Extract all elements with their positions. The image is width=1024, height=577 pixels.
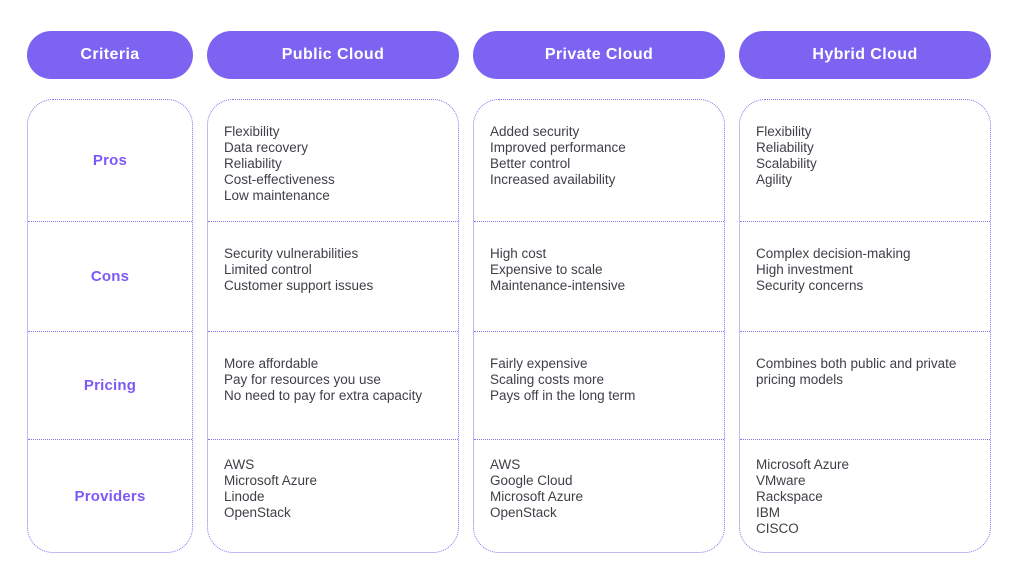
column-header-pill-private: Private Cloud: [473, 31, 725, 79]
cell-private-pros: Added security Improved performance Bett…: [474, 100, 724, 221]
cell-line: Google Cloud: [490, 473, 573, 488]
cell-line: Security concerns: [756, 278, 864, 293]
cell-public-pricing: More affordable Pay for resources you us…: [208, 331, 458, 439]
cell-line: Agility: [756, 172, 793, 187]
column-header-pill-public: Public Cloud: [207, 31, 459, 79]
cell-private-cons: High cost Expensive to scale Maintenance…: [474, 221, 724, 331]
cell-line: Data recovery: [224, 140, 309, 155]
cell-line: Combines both public and private pricing…: [756, 356, 957, 387]
cell-line: Scaling costs more: [490, 372, 605, 387]
cell-line: High cost: [490, 246, 547, 261]
cell-line: More affordable: [224, 356, 319, 371]
cell-line: OpenStack: [224, 505, 291, 520]
criteria-label-cons: Cons: [28, 221, 192, 331]
cell-line: Complex decision-making: [756, 246, 911, 261]
comparison-table: Criteria Pros Cons Pricing Providers Pub…: [27, 31, 991, 553]
cell-public-pros: Flexibility Data recovery Reliability Co…: [208, 100, 458, 221]
column-private-cloud: Private Cloud Added security Improved pe…: [473, 31, 725, 553]
criteria-label-pricing: Pricing: [28, 331, 192, 439]
cell-line: Low maintenance: [224, 188, 330, 203]
private-cloud-box: Added security Improved performance Bett…: [473, 99, 725, 553]
cell-line: VMware: [756, 473, 806, 488]
cell-line: Reliability: [756, 140, 814, 155]
cell-line: Pay for resources you use: [224, 372, 381, 387]
cell-line: IBM: [756, 505, 781, 520]
cell-line: Maintenance-intensive: [490, 278, 626, 293]
cell-hybrid-pricing: Combines both public and private pricing…: [740, 331, 990, 439]
cell-line: Security vulnerabilities: [224, 246, 359, 261]
cell-private-pricing: Fairly expensive Scaling costs more Pays…: [474, 331, 724, 439]
cell-public-providers: AWS Microsoft Azure Linode OpenStack: [208, 439, 458, 552]
column-header-pill-criteria: Criteria: [27, 31, 193, 79]
cell-line: Customer support issues: [224, 278, 374, 293]
cell-line: AWS: [490, 457, 521, 472]
cell-line: Improved performance: [490, 140, 626, 155]
cell-hybrid-providers: Microsoft Azure VMware Rackspace IBM CIS…: [740, 439, 990, 552]
cell-line: Expensive to scale: [490, 262, 603, 277]
cell-line: Cost-effectiveness: [224, 172, 335, 187]
cell-line: Scalability: [756, 156, 817, 171]
cell-line: Microsoft Azure: [490, 489, 584, 504]
criteria-box: Pros Cons Pricing Providers: [27, 99, 193, 553]
cell-line: No need to pay for extra capacity: [224, 388, 423, 403]
cell-hybrid-pros: Flexibility Reliability Scalability Agil…: [740, 100, 990, 221]
cell-line: Limited control: [224, 262, 312, 277]
cell-line: OpenStack: [490, 505, 557, 520]
cell-line: Better control: [490, 156, 571, 171]
cell-line: Microsoft Azure: [224, 473, 318, 488]
column-hybrid-cloud: Hybrid Cloud Flexibility Reliability Sca…: [739, 31, 991, 553]
cell-line: AWS: [224, 457, 255, 472]
cell-line: Pays off in the long term: [490, 388, 636, 403]
cell-line: Added security: [490, 124, 580, 139]
cell-line: Flexibility: [756, 124, 812, 139]
column-header-label: Public Cloud: [281, 46, 385, 63]
hybrid-cloud-box: Flexibility Reliability Scalability Agil…: [739, 99, 991, 553]
criteria-label-pros: Pros: [92, 152, 128, 169]
cell-line: Fairly expensive: [490, 356, 588, 371]
column-criteria: Criteria Pros Cons Pricing Providers: [27, 31, 193, 553]
cell-line: CISCO: [756, 521, 799, 536]
cell-line: Reliability: [224, 156, 282, 171]
cell-line: Rackspace: [756, 489, 823, 504]
column-header-pill-hybrid: Hybrid Cloud: [739, 31, 991, 79]
column-public-cloud: Public Cloud Flexibility Data recovery R…: [207, 31, 459, 553]
cell-hybrid-cons: Complex decision-making High investment …: [740, 221, 990, 331]
column-header-label: Criteria: [80, 46, 140, 63]
public-cloud-box: Flexibility Data recovery Reliability Co…: [207, 99, 459, 553]
criteria-label-providers: Providers: [28, 439, 192, 552]
cell-public-cons: Security vulnerabilities Limited control…: [208, 221, 458, 331]
cell-private-providers: AWS Google Cloud Microsoft Azure OpenSta…: [474, 439, 724, 552]
cell-line: Linode: [224, 489, 265, 504]
cell-line: High investment: [756, 262, 853, 277]
cell-line: Microsoft Azure: [756, 457, 850, 472]
column-header-label: Private Cloud: [544, 46, 654, 63]
column-header-label: Hybrid Cloud: [812, 46, 918, 63]
cell-line: Increased availability: [490, 172, 616, 187]
cell-line: Flexibility: [224, 124, 280, 139]
